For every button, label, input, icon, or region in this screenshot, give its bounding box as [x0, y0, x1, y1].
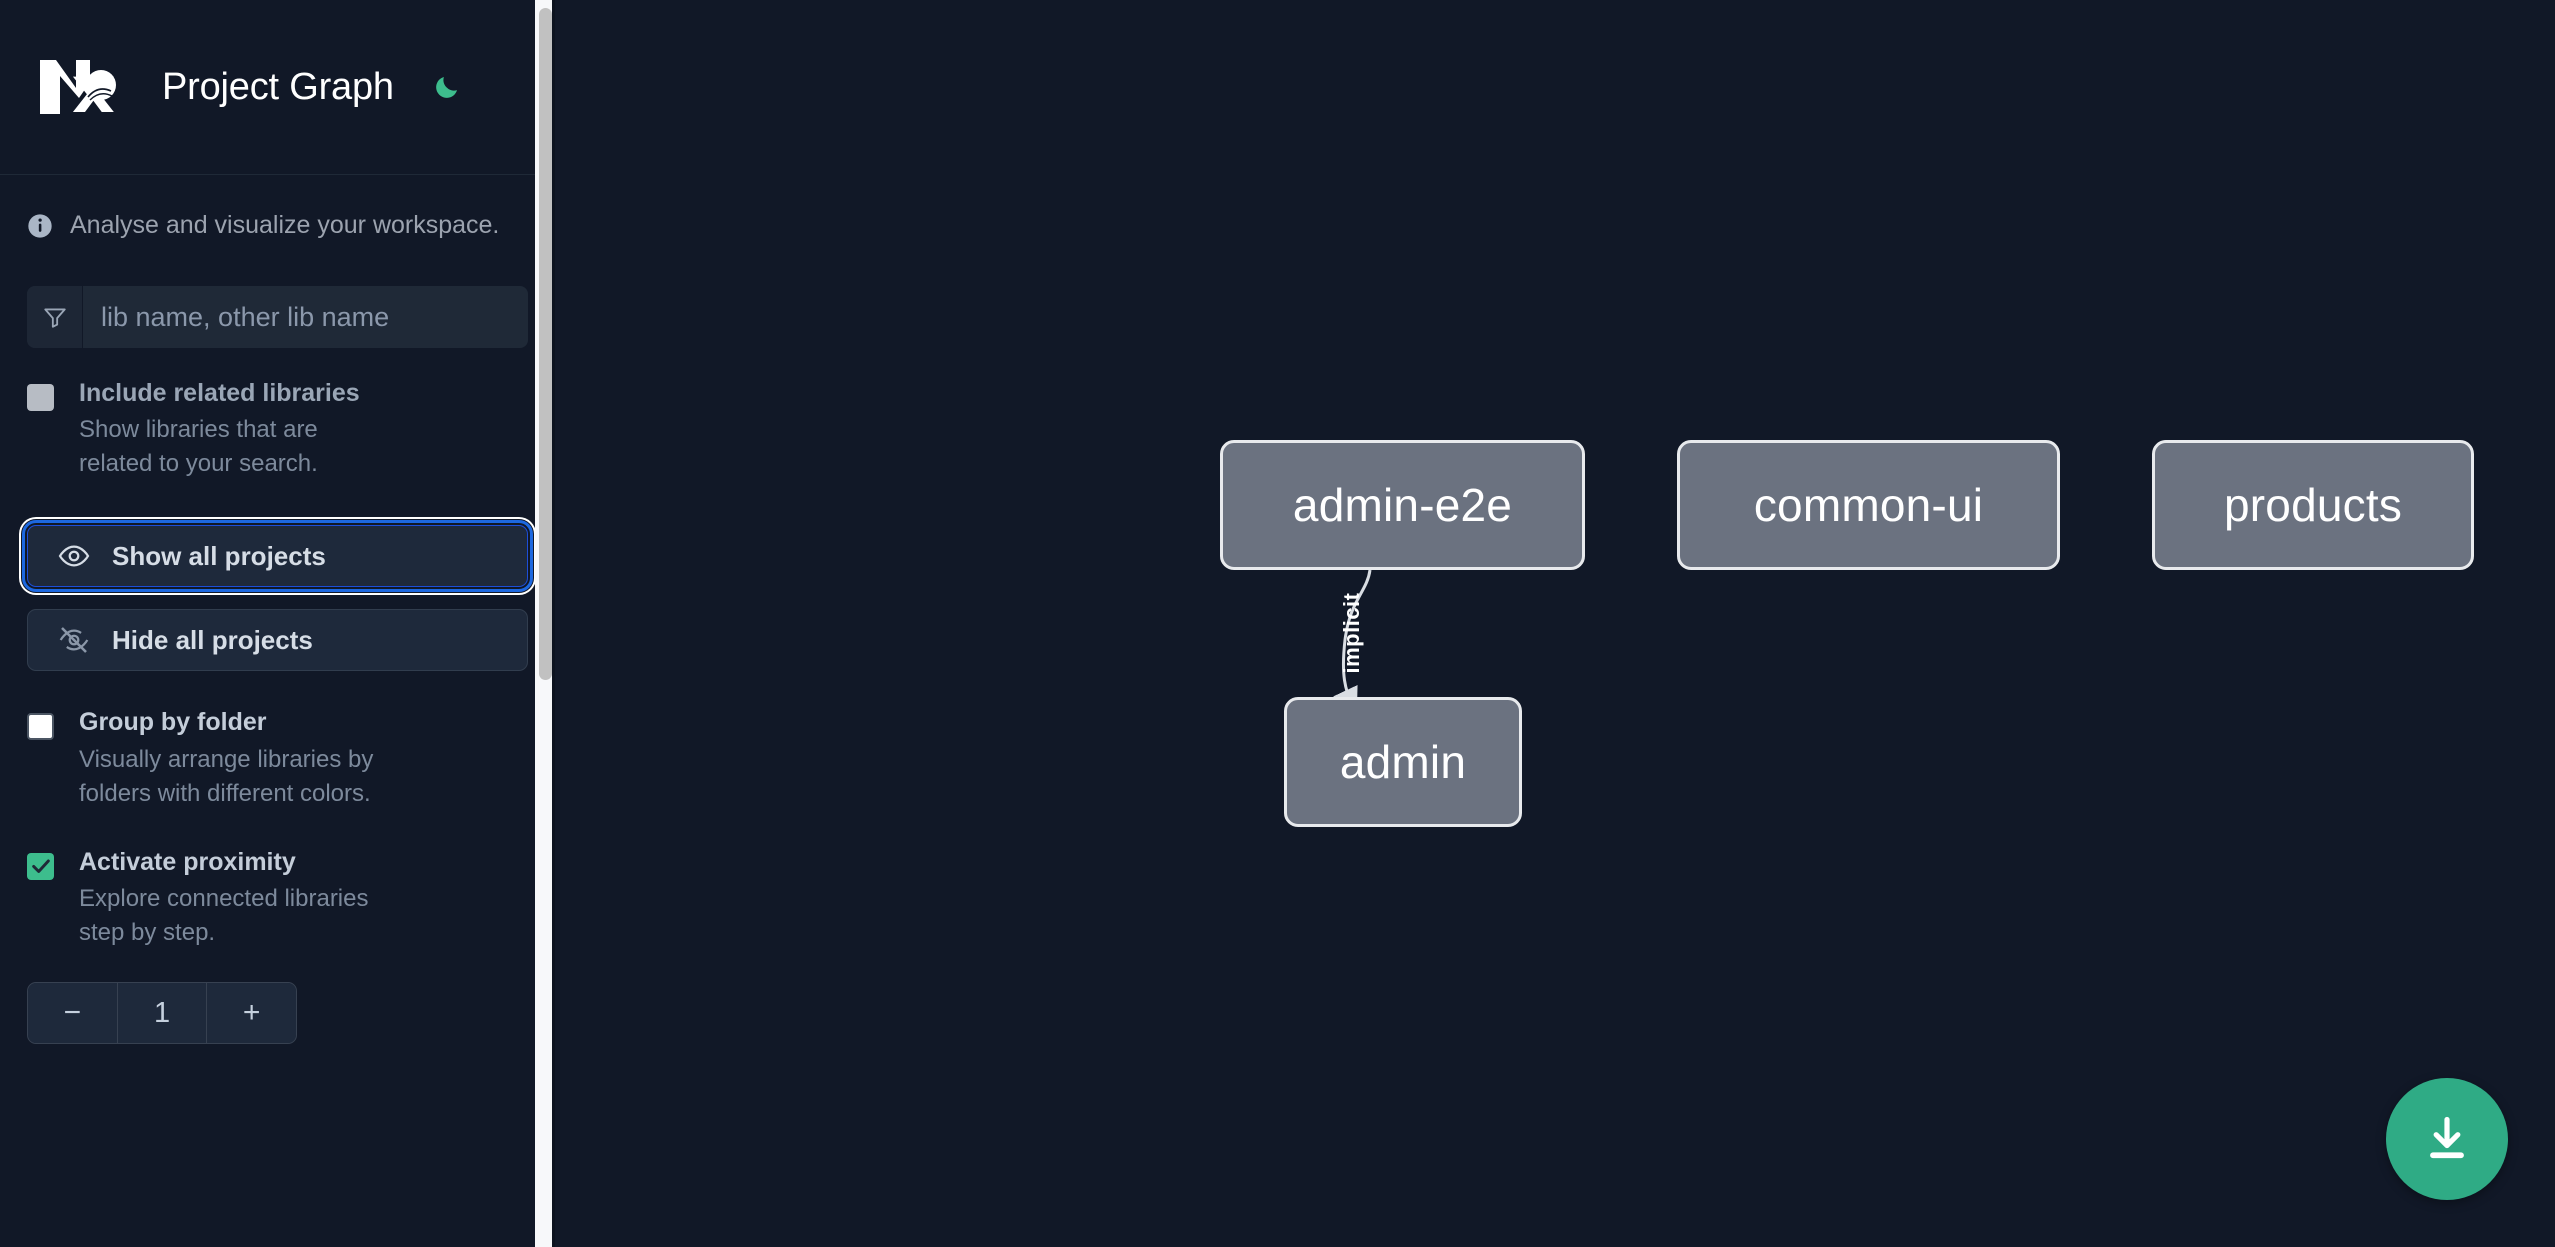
graph-node-products[interactable]: products: [2152, 440, 2474, 570]
activate-proximity-label: Activate proximity: [79, 847, 296, 876]
tagline-text: Analyse and visualize your workspace.: [70, 211, 500, 239]
option-group-by-folder[interactable]: Group by folder Visually arrange librari…: [27, 707, 528, 810]
stepper-decrement-button[interactable]: −: [28, 983, 117, 1044]
option-include-related-libraries[interactable]: Include related libraries Show libraries…: [27, 378, 528, 481]
tagline-row: Analyse and visualize your workspace.: [0, 175, 555, 240]
activate-proximity-checkbox[interactable]: [27, 852, 54, 880]
sidebar-body: Include related libraries Show libraries…: [0, 286, 555, 1045]
include-related-label: Include related libraries: [79, 379, 360, 407]
download-graph-button[interactable]: [2386, 1078, 2508, 1200]
app-title: Project Graph: [162, 65, 394, 108]
moon-icon[interactable]: [428, 68, 466, 106]
graph-node-common-ui[interactable]: common-ui: [1677, 440, 2060, 570]
group-by-folder-description: Visually arrange libraries by folders wi…: [79, 745, 374, 807]
sidebar-header: Project Graph: [0, 0, 555, 175]
hide-all-projects-label: Hide all projects: [112, 624, 313, 655]
show-all-projects-label: Show all projects: [112, 540, 326, 571]
eye-off-icon: [58, 624, 90, 656]
show-all-projects-button[interactable]: Show all projects: [22, 520, 533, 593]
include-related-checkbox[interactable]: [27, 384, 54, 411]
hide-all-projects-button[interactable]: Hide all projects: [27, 609, 528, 672]
edge-label-admin-implicit: implicit: [1339, 592, 1364, 674]
info-icon: [26, 212, 54, 240]
graph-edges: [1333, 569, 1372, 716]
sidebar-scrollbar[interactable]: [535, 0, 555, 1247]
sidebar-scrollbar-thumb[interactable]: [539, 8, 552, 680]
graph-canvas[interactable]: implicit implicit admin-e2e common-ui pr…: [555, 0, 2555, 1247]
activate-proximity-description: Explore connected libraries step by step…: [79, 885, 369, 947]
option-activate-proximity[interactable]: Activate proximity Explore connected lib…: [27, 847, 528, 950]
group-by-folder-checkbox[interactable]: [27, 713, 54, 741]
include-related-description: Show libraries that are related to your …: [79, 416, 318, 478]
download-icon: [2430, 1116, 2464, 1159]
eye-icon: [58, 540, 90, 572]
graph-node-admin[interactable]: admin: [1284, 697, 1522, 827]
group-by-folder-label: Group by folder: [79, 708, 267, 737]
stepper-increment-button[interactable]: +: [207, 983, 296, 1044]
graph-node-admin-e2e[interactable]: admin-e2e: [1220, 440, 1585, 570]
search-input[interactable]: [83, 286, 528, 348]
sidebar-right-edge: [552, 0, 555, 1247]
sidebar: Project Graph Analyse and visualize your…: [0, 0, 555, 1247]
proximity-stepper: − 1 +: [27, 982, 297, 1045]
nx-logo-icon: [38, 58, 122, 116]
stepper-value: 1: [116, 983, 208, 1044]
search-field[interactable]: [27, 286, 528, 348]
filter-funnel-icon: [27, 286, 83, 348]
checkmark-icon: [31, 859, 50, 874]
